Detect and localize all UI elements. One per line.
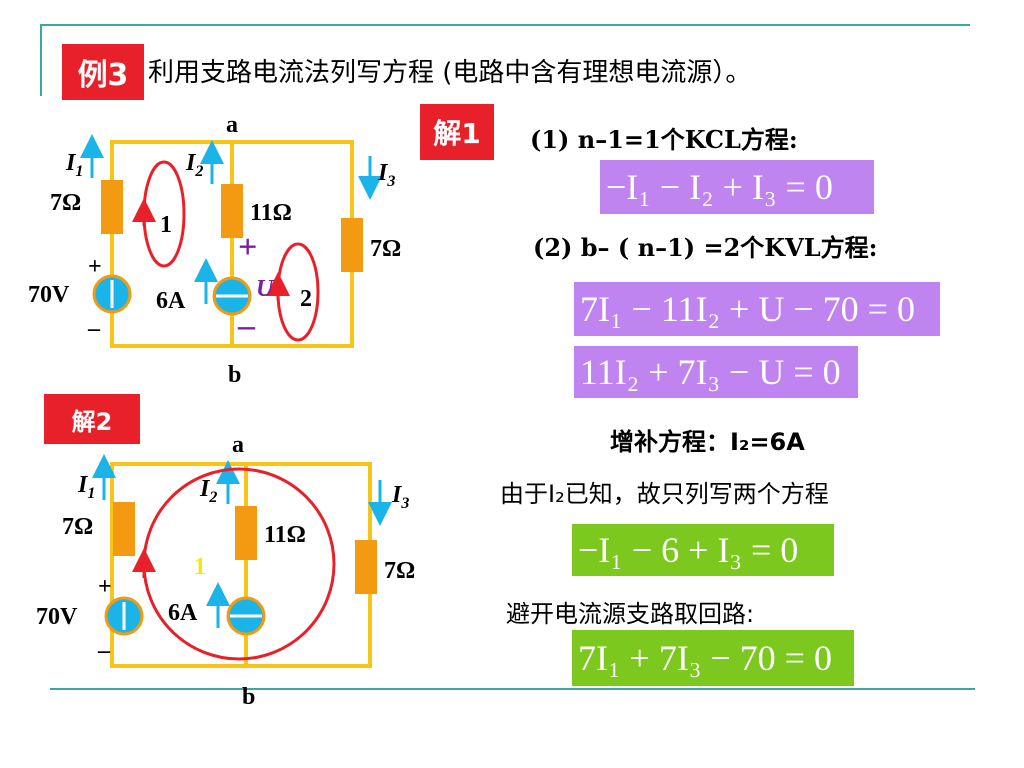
circuit2-i3-sub: 3 <box>400 495 409 512</box>
bottom-rule <box>50 688 975 690</box>
circuit1-current-label: 6A <box>156 288 186 314</box>
circuit2-r2-label: 11Ω <box>264 522 306 548</box>
kvl-equation-2: 11I₂ + 7I₃ − U = 0 <box>574 346 858 398</box>
circuit1-i2-label: I2 <box>185 150 203 180</box>
circuit1-r1-label: 7Ω <box>50 190 81 216</box>
example-tag: 例3 <box>62 44 144 100</box>
circuit2-r3-label: 7Ω <box>384 558 415 584</box>
note1-text: 由于I₂已知，故只列写两个方程 <box>500 480 829 508</box>
circuit2-i1-letter: I <box>77 472 89 498</box>
circuit2-i1-label: I1 <box>77 472 95 502</box>
step1-text: (1) n–1=1个KCL方程: <box>530 125 798 154</box>
circuit1-resistor-1 <box>101 180 123 234</box>
kvl-equation-2-text: 11I₂ + 7I₃ − U = 0 <box>580 352 841 392</box>
circuit2-r1-label: 7Ω <box>62 514 93 540</box>
circuit2-current-label: 6A <box>168 600 198 626</box>
circuit2-i2-sub: 2 <box>208 489 217 506</box>
circuit2-i1-sub: 1 <box>87 485 95 502</box>
kvl-equation-1-text: 7I₁ − 11I₂ + U − 70 = 0 <box>580 289 915 329</box>
circuit2-loop-1-label: 1 <box>194 554 206 580</box>
circuit2-voltage-label: 70V <box>36 604 78 630</box>
circuit1-i2-letter: I <box>185 150 197 176</box>
top-rule <box>40 24 970 26</box>
circuit1-node-a: a <box>226 112 238 138</box>
circuit1-loop-2-label: 2 <box>300 286 312 312</box>
circuit1-resistor-2 <box>221 184 243 238</box>
circuit1-u-label: U <box>256 276 275 302</box>
note2-text: 避开电流源支路取回路: <box>506 600 755 628</box>
circuit1-voltage-label: 70V <box>28 282 70 308</box>
circuit2-i3-letter: I <box>391 482 403 508</box>
circuit2-resistor-2 <box>235 506 257 560</box>
left-rule <box>40 24 42 96</box>
solution1-tag: 解1 <box>420 104 494 160</box>
circuit1-loop-1-label: 1 <box>160 212 172 238</box>
slide-title: 利用支路电流法列写方程 (电路中含有理想电流源）。 <box>148 58 752 88</box>
circuit2-node-b: b <box>242 684 255 710</box>
circuit1-i3-sub: 3 <box>386 173 395 190</box>
circuit2-i2-label: I2 <box>199 476 217 506</box>
circuit1-u-plus: + <box>238 229 257 266</box>
circuit2-node-a: a <box>232 432 244 458</box>
circuit2-i3-label: I3 <box>391 482 409 512</box>
kcl-equation-2: −I₁ − 6 + I₃ = 0 <box>572 524 834 576</box>
circuit1-i3-label: I3 <box>377 160 395 190</box>
circuit1-i2-sub: 2 <box>194 163 203 180</box>
circuit1-i1-letter: I <box>65 150 77 176</box>
circuit2-resistor-1 <box>113 502 135 556</box>
kvl-equation-3-text: 7I₁ + 7I₃ − 70 = 0 <box>578 638 832 678</box>
supplement-text: 增补方程：I₂=6A <box>610 428 805 456</box>
circuit2-resistor-3 <box>355 540 377 594</box>
circuit2-wire-frame <box>110 462 372 668</box>
circuit1-r2-label: 11Ω <box>250 200 292 226</box>
solution2-tag: 解2 <box>44 394 140 444</box>
kcl-equation-text: −I₁ − I₂ + I₃ = 0 <box>606 167 833 207</box>
circuit1-u-minus: – <box>237 307 256 344</box>
circuit1-plus: + <box>88 254 102 280</box>
circuit1-i3-letter: I <box>377 160 389 186</box>
circuit2-i2-letter: I <box>199 476 211 502</box>
circuit1-r3-label: 7Ω <box>370 236 401 262</box>
kcl-equation-2-text: −I₁ − 6 + I₃ = 0 <box>578 530 799 570</box>
circuit2-plus: + <box>98 574 112 600</box>
kcl-equation: −I₁ − I₂ + I₃ = 0 <box>600 160 874 214</box>
circuit1-i1-sub: 1 <box>75 163 83 180</box>
circuit-1: a b I1 I2 I3 7Ω 11Ω 7Ω + 70V – 6A + U – … <box>28 112 401 388</box>
circuit2-minus: – <box>97 638 111 664</box>
circuit1-loop-2 <box>276 242 320 342</box>
kvl-equation-3: 7I₁ + 7I₃ − 70 = 0 <box>572 630 854 686</box>
circuit1-minus: – <box>87 316 101 342</box>
kvl-equation-1: 7I₁ − 11I₂ + U − 70 = 0 <box>574 282 940 336</box>
circuit1-resistor-3 <box>341 218 363 272</box>
circuit1-node-b: b <box>228 362 241 388</box>
circuit1-i1-label: I1 <box>65 150 83 180</box>
step2-text: (2) b– ( n–1) =2个KVL方程: <box>533 233 878 262</box>
circuit-2: a b I1 I2 I3 7Ω 11Ω 7Ω + 70V – 6A 1 <box>36 432 415 710</box>
